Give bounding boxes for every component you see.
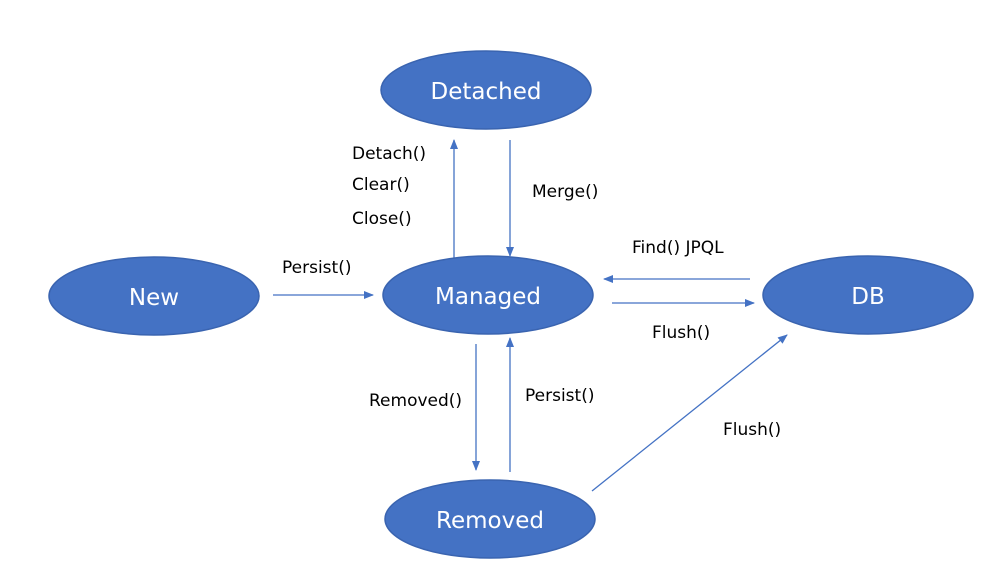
label-removed-call: Removed()	[369, 391, 462, 411]
node-removed-label: Removed	[436, 508, 544, 534]
node-detached-label: Detached	[431, 79, 542, 105]
node-managed: Managed	[382, 255, 594, 335]
label-persist-removed: Persist()	[525, 386, 594, 406]
label-flush-removed: Flush()	[723, 420, 781, 440]
label-find-jpql: Find() JPQL	[632, 238, 724, 258]
node-removed: Removed	[384, 479, 596, 559]
label-detach: Detach()	[352, 144, 426, 164]
label-merge: Merge()	[532, 182, 598, 202]
node-managed-label: Managed	[435, 284, 541, 310]
label-flush-managed: Flush()	[652, 323, 710, 343]
node-new-label: New	[129, 285, 179, 311]
node-db: DB	[762, 255, 974, 335]
label-close: Close()	[352, 209, 412, 229]
label-clear: Clear()	[352, 175, 410, 195]
label-persist-new: Persist()	[282, 258, 351, 278]
node-db-label: DB	[851, 284, 885, 310]
arrow-removed-to-db	[591, 334, 788, 492]
node-detached: Detached	[380, 50, 592, 130]
node-new: New	[48, 256, 260, 336]
